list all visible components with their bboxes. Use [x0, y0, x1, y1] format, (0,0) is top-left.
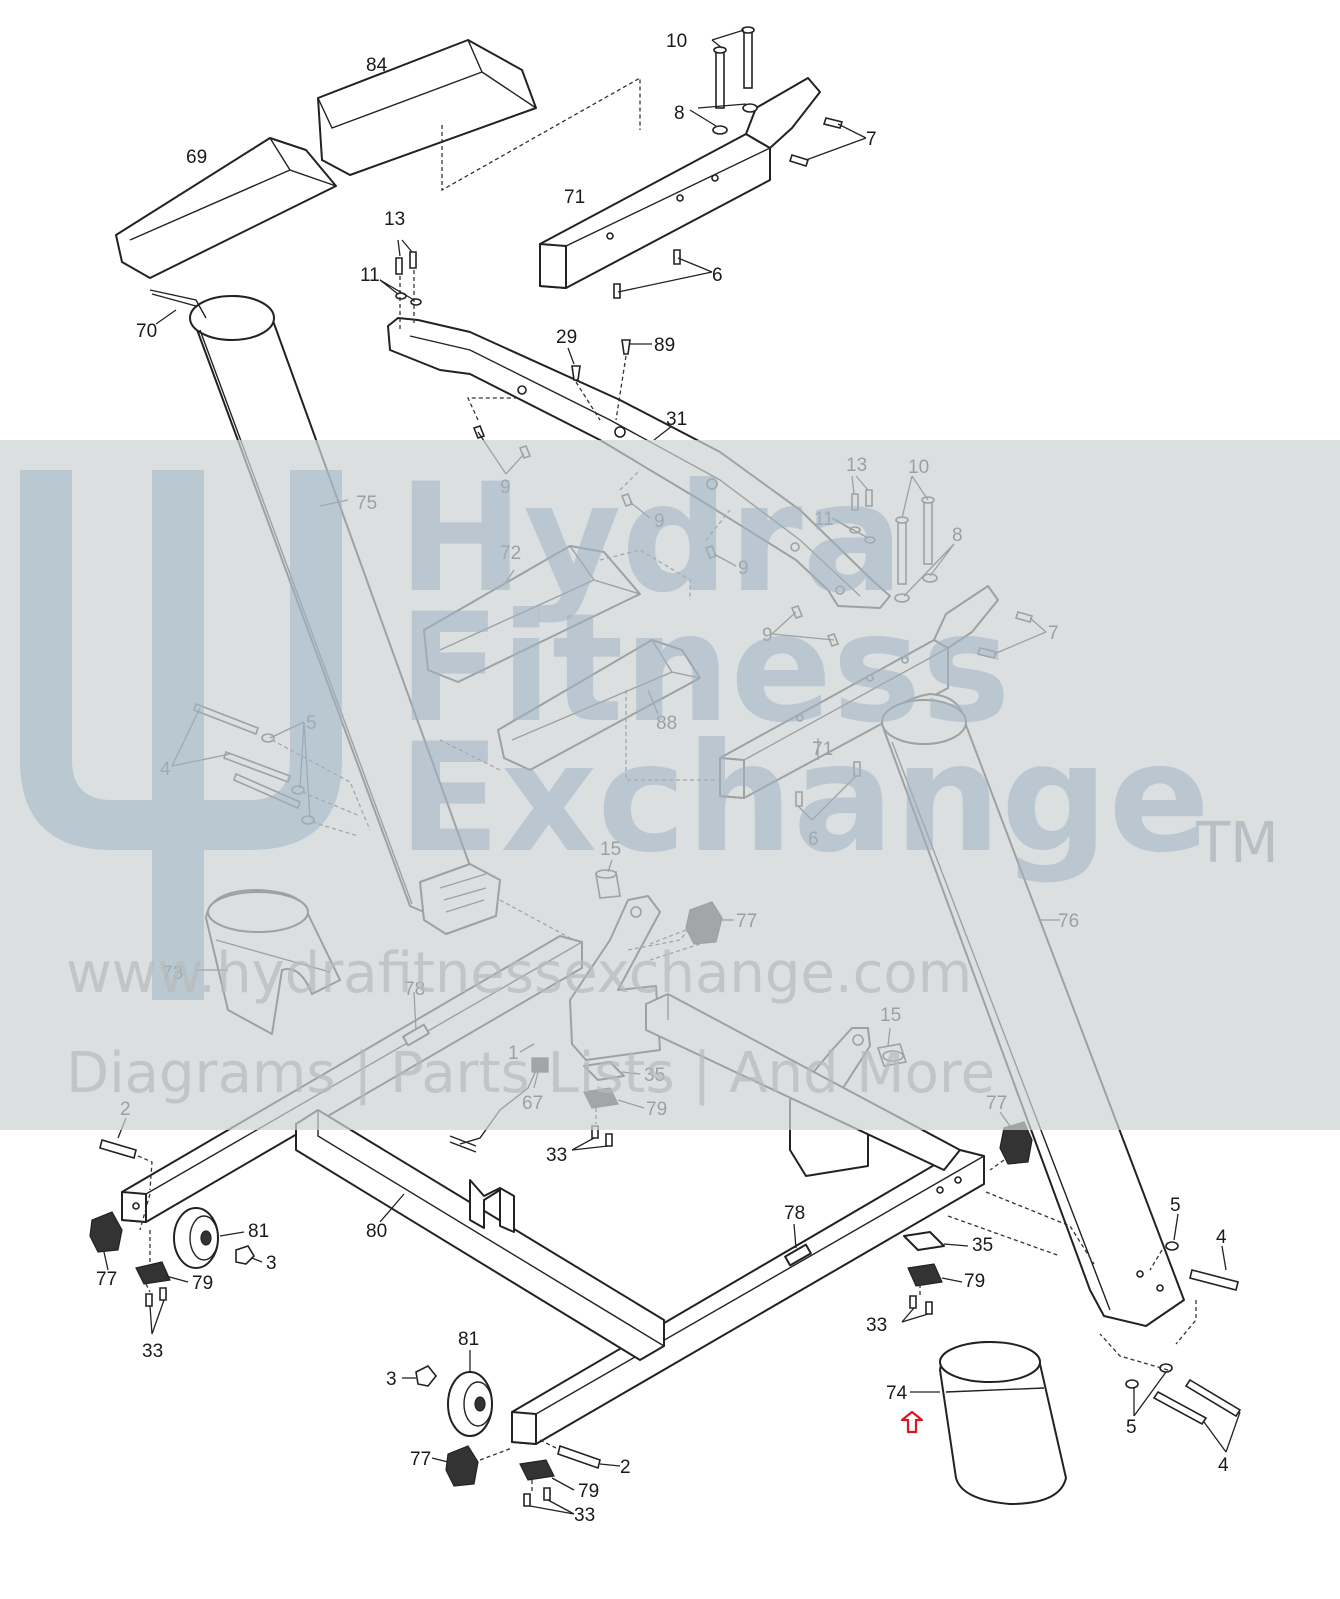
label-part-5: 5	[1126, 1417, 1137, 1438]
part-81-wheel-bottom	[415, 1364, 493, 1437]
label-part-6: 6	[712, 265, 723, 286]
label-part-71: 71	[564, 187, 585, 208]
watermark-brand-line1: Hydra	[398, 452, 904, 626]
label-part-89: 89	[654, 335, 675, 356]
label-part-81: 81	[458, 1329, 479, 1350]
watermark-logo-icon	[20, 470, 342, 1000]
label-part-69: 69	[186, 147, 207, 168]
label-part-80: 80	[366, 1221, 387, 1242]
label-part-31: 31	[666, 409, 687, 430]
part-69-cover	[115, 137, 337, 279]
label-part-77: 77	[96, 1269, 117, 1290]
label-part-33: 33	[866, 1315, 887, 1336]
label-part-77: 77	[410, 1449, 431, 1470]
part-13-11-hardware-top	[395, 251, 422, 330]
label-part-3: 3	[266, 1253, 277, 1274]
label-part-8: 8	[674, 103, 685, 124]
watermark-band	[0, 440, 1340, 1130]
part-81-wheel-right	[173, 1207, 256, 1269]
label-part-2: 2	[620, 1457, 631, 1478]
label-part-10: 10	[666, 31, 687, 52]
dashed-guide	[441, 76, 641, 192]
label-part-33: 33	[574, 1505, 595, 1526]
part-2-bolt-bottom	[539, 1439, 601, 1470]
part-10-bolts-top	[712, 26, 758, 135]
label-part-78: 78	[784, 1203, 805, 1224]
label-part-4: 4	[1216, 1227, 1227, 1248]
part-84-cover	[317, 39, 537, 176]
part-77-endcap-left	[89, 1211, 123, 1253]
watermark-url: www.hydrafitnessexchange.com	[66, 941, 972, 1006]
part-35-pad-bottom	[903, 1231, 945, 1251]
label-part-81: 81	[248, 1221, 269, 1242]
label-part-5: 5	[1170, 1195, 1181, 1216]
part-29-89-hardware	[571, 339, 631, 421]
label-part-33: 33	[142, 1341, 163, 1362]
label-part-29: 29	[556, 327, 577, 348]
part-7-screws-top	[788, 117, 844, 167]
part-74-shroud	[939, 1341, 1067, 1505]
watermark-trademark: TM	[1195, 811, 1279, 876]
label-part-84: 84	[366, 55, 388, 76]
label-part-33: 33	[546, 1145, 567, 1166]
label-part-79: 79	[964, 1271, 985, 1292]
label-part-70: 70	[136, 321, 157, 342]
highlight-arrow-icon	[900, 1410, 924, 1434]
label-part-3: 3	[386, 1369, 397, 1390]
label-part-7: 7	[866, 129, 877, 150]
label-part-74: 74	[886, 1383, 908, 1404]
watermark-brand-line2: Fitness	[398, 582, 1011, 756]
label-part-79: 79	[578, 1481, 599, 1502]
watermark: Hydra Fitness Exchange TM www.hydrafitne…	[0, 440, 1340, 1130]
part-6-screws-top	[613, 249, 681, 299]
label-part-35: 35	[972, 1235, 993, 1256]
part-4-5-bolts-right	[947, 1191, 1242, 1426]
label-part-11: 11	[360, 265, 380, 286]
label-part-79: 79	[192, 1273, 213, 1294]
part-71-upper-tube-top	[539, 77, 821, 289]
part-2-bolt-left	[99, 1138, 153, 1191]
part-77-endcap-bottom	[445, 1445, 513, 1487]
label-part-4: 4	[1218, 1455, 1229, 1476]
part-33-screws	[145, 1125, 933, 1507]
watermark-brand-line3: Exchange	[398, 712, 1210, 886]
label-part-13: 13	[384, 209, 405, 230]
watermark-tagline: Diagrams | Parts Lists | And More	[66, 1041, 995, 1106]
